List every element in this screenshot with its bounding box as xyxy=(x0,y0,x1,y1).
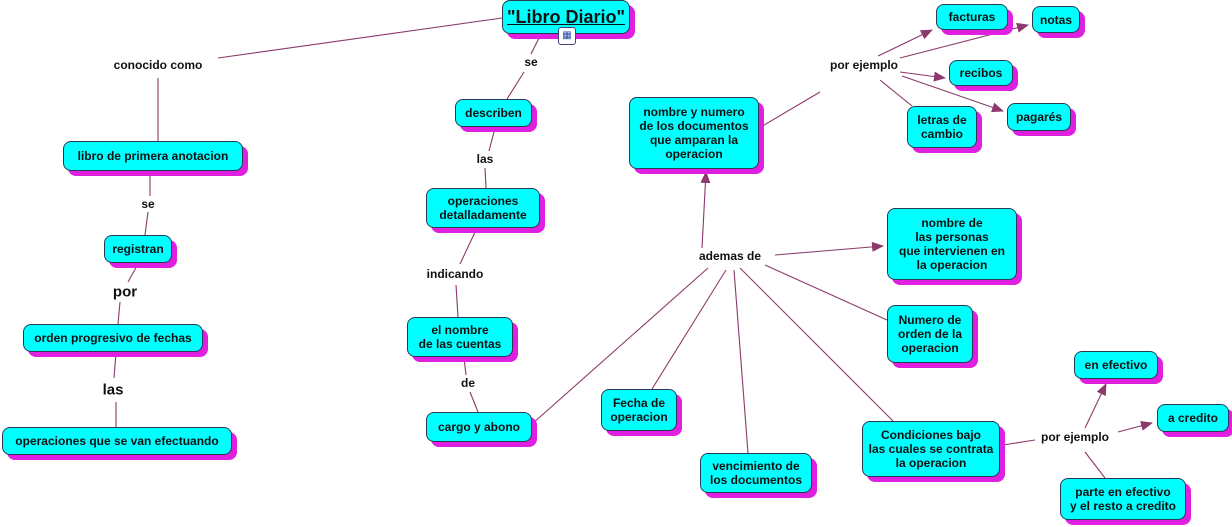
concept-vencimiento[interactable]: vencimiento de los documentos xyxy=(700,453,812,493)
connector-line xyxy=(469,391,479,413)
link-las-center[interactable]: las xyxy=(476,152,494,166)
connector-line xyxy=(531,267,709,425)
connector-line xyxy=(899,71,946,82)
connector-line xyxy=(463,357,467,376)
concept-libro-primera-anotacion[interactable]: libro de primera anotacion xyxy=(63,141,243,171)
link-por-ejemplo-bottom[interactable]: por ejemplo xyxy=(1040,430,1110,444)
concept-condiciones[interactable]: Condiciones bajo las cuales se contrata … xyxy=(862,421,1000,477)
connector-line xyxy=(733,269,749,454)
connector-line xyxy=(459,229,477,265)
connector-line xyxy=(1084,383,1107,429)
connector-line xyxy=(651,269,727,390)
concept-fecha-operacion[interactable]: Fecha de operacion xyxy=(601,389,677,431)
connector-line xyxy=(764,264,888,321)
connector-line xyxy=(700,171,711,249)
connector-line xyxy=(484,167,487,189)
concept-a-credito[interactable]: a credito xyxy=(1157,404,1229,432)
connector-line xyxy=(739,267,894,422)
connector-line xyxy=(217,17,503,59)
connector-line xyxy=(901,75,1004,113)
concept-nombre-personas[interactable]: nombre de las personas que intervienen e… xyxy=(887,208,1017,280)
link-se-left[interactable]: se xyxy=(141,197,155,211)
concept-describen[interactable]: describen xyxy=(455,99,532,127)
connector-line xyxy=(758,91,821,129)
link-ademas-de[interactable]: ademas de xyxy=(698,249,762,263)
connector-line xyxy=(506,71,525,100)
connector-line xyxy=(899,22,1029,59)
concept-nombre-cuentas[interactable]: el nombre de las cuentas xyxy=(407,317,513,357)
concept-cargo-abono[interactable]: cargo y abono xyxy=(426,412,532,442)
concept-operaciones-detalladamente[interactable]: operaciones detalladamente xyxy=(426,188,540,228)
link-por[interactable]: por xyxy=(112,283,138,301)
concept-nombre-numero-documentos[interactable]: nombre y numero de los documentos que am… xyxy=(629,97,759,169)
connector-line xyxy=(113,352,117,379)
submap-icon[interactable]: ▦ xyxy=(558,27,576,45)
connector-line xyxy=(127,263,139,283)
connector-line xyxy=(455,284,459,318)
concept-pagares[interactable]: pagarés xyxy=(1007,103,1071,131)
connector-line xyxy=(1084,451,1106,479)
connector-line xyxy=(1117,420,1153,433)
connector-line xyxy=(877,29,933,57)
link-conocido-como[interactable]: conocido como xyxy=(113,58,203,72)
concept-numero-orden[interactable]: Numero de orden de la operacion xyxy=(887,305,973,363)
connector-line xyxy=(879,79,913,107)
connector-line xyxy=(530,35,541,55)
connector-line xyxy=(1002,439,1036,446)
concept-facturas[interactable]: facturas xyxy=(936,4,1008,30)
connector-line xyxy=(117,301,121,325)
link-por-ejemplo-top[interactable]: por ejemplo xyxy=(829,58,899,72)
concept-letras-cambio[interactable]: letras de cambio xyxy=(907,106,977,148)
connector-line xyxy=(144,211,149,236)
concept-en-efectivo[interactable]: en efectivo xyxy=(1074,351,1158,379)
connector-line xyxy=(488,127,496,152)
concept-orden-progresivo[interactable]: orden progresivo de fechas xyxy=(23,324,203,352)
concept-registran[interactable]: registran xyxy=(104,235,172,263)
link-indicando[interactable]: indicando xyxy=(426,267,484,281)
link-de[interactable]: de xyxy=(460,376,476,390)
concept-operaciones-efectuando[interactable]: operaciones que se van efectuando xyxy=(2,427,232,455)
connector-line xyxy=(774,241,884,256)
concept-parte-efectivo[interactable]: parte en efectivo y el resto a credito xyxy=(1060,478,1186,520)
link-las-left[interactable]: las xyxy=(102,381,124,399)
concept-recibos[interactable]: recibos xyxy=(949,60,1013,86)
link-se-center[interactable]: se xyxy=(524,55,538,69)
concept-notas[interactable]: notas xyxy=(1032,6,1080,33)
